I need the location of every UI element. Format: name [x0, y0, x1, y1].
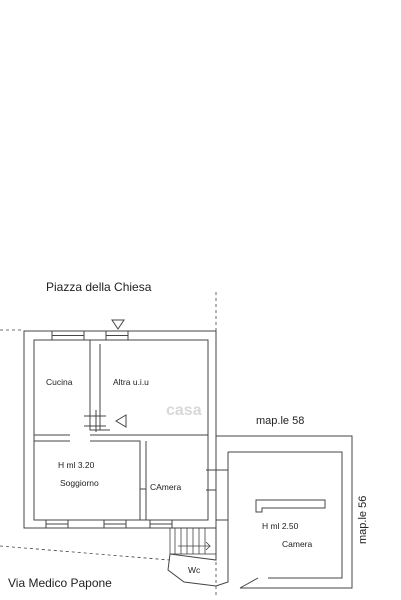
left-interior-walls [34, 340, 208, 520]
parcel-label-58: map.le 58 [256, 415, 305, 427]
room-height-left: H ml 3.20 [58, 460, 95, 470]
watermark-logo: casa [166, 402, 202, 419]
wc-walls [167, 519, 229, 587]
left-building-walls [23, 330, 217, 529]
entrance-marker-side [115, 414, 127, 428]
entrance-marker-top [111, 319, 125, 330]
room-label-soggiorno: Soggiorno [60, 478, 99, 488]
right-building-walls [206, 435, 353, 589]
room-height-right: H ml 2.50 [262, 521, 299, 531]
street-label-bottom: Via Medico Papone [8, 576, 112, 590]
room-label-camera: Camera [282, 539, 313, 549]
room-label-camera-small: CAmera [150, 482, 182, 492]
room-label-wc: Wc [188, 565, 201, 575]
room-label-cucina: Cucina [46, 377, 73, 387]
parcel-label-56: map.le 56 [357, 495, 369, 544]
street-label-top: Piazza della Chiesa [46, 280, 152, 294]
top-wall-windows [51, 330, 129, 341]
bottom-wall-windows [45, 519, 173, 529]
stair-mark [84, 410, 106, 432]
stairs [169, 527, 217, 555]
room-label-altra: Altra u.i.u [113, 377, 149, 387]
